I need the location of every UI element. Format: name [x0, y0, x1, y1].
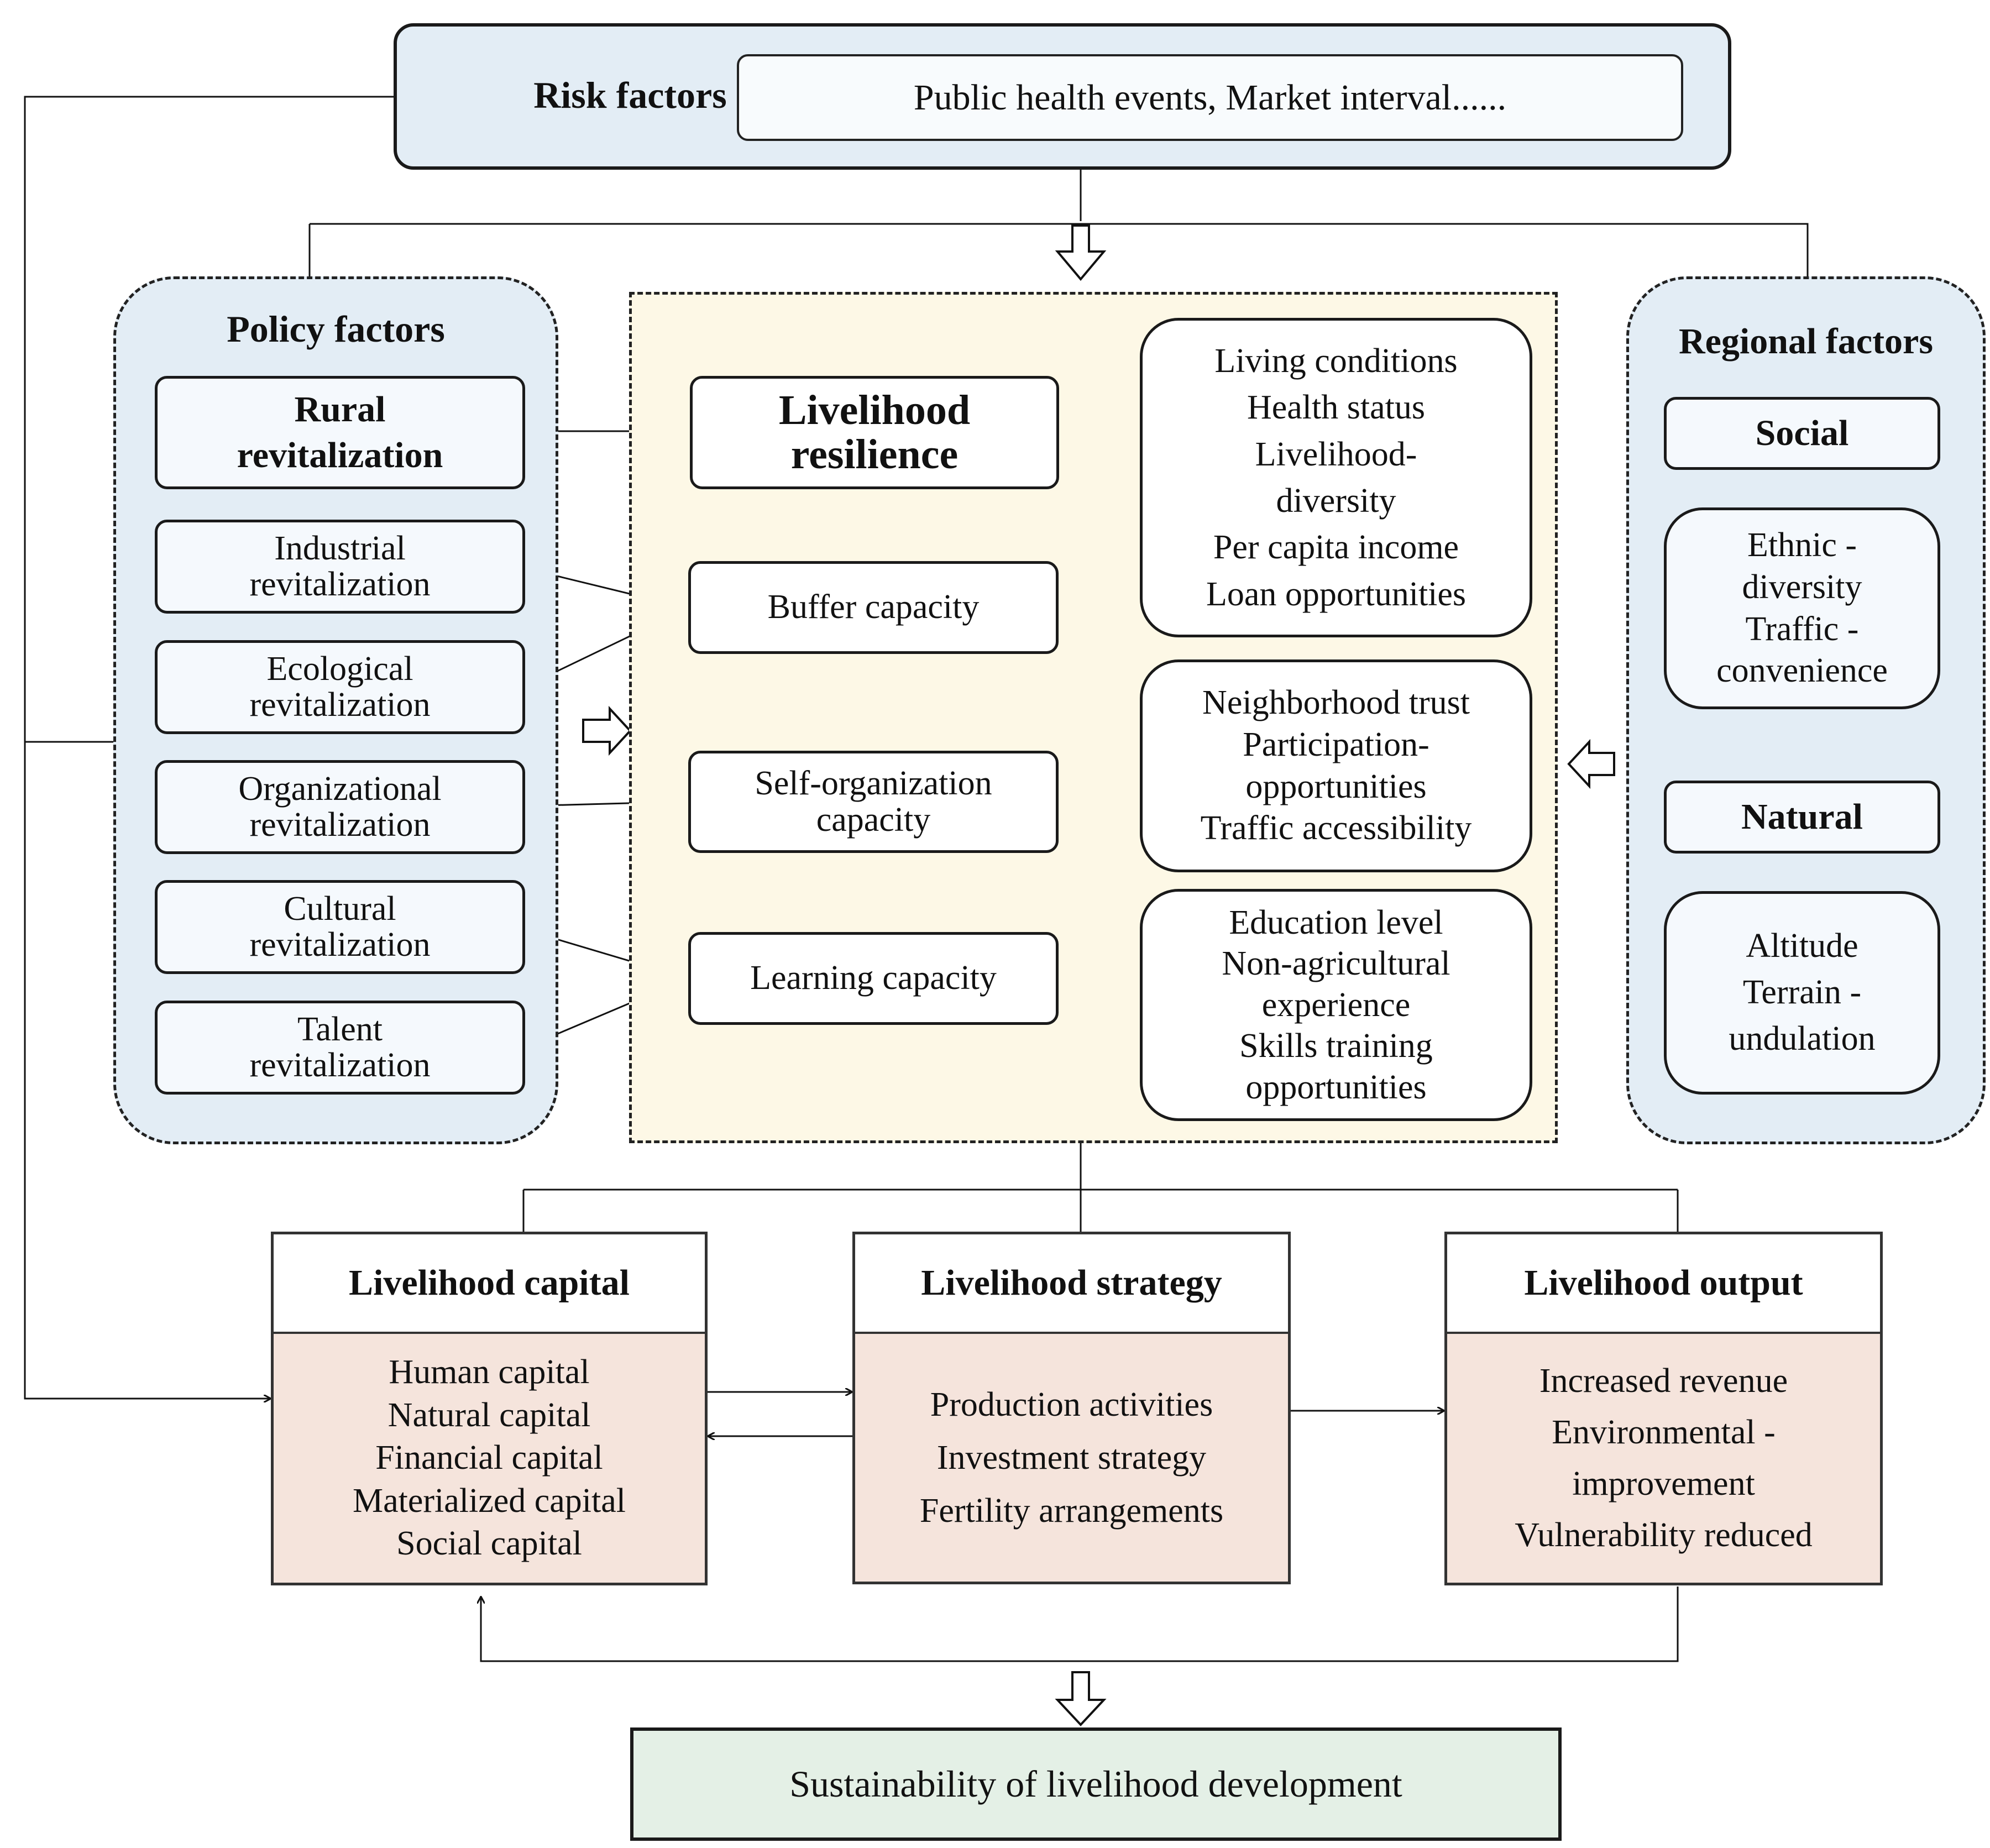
- rural-label-line1: Rural: [294, 389, 386, 430]
- livelihood-strategy-title: Livelihood strategy: [852, 1232, 1291, 1334]
- learning-indicator: opportunities: [1245, 1068, 1427, 1106]
- selforg-indicator: Participation-: [1243, 725, 1429, 763]
- learning-indicator: Skills training: [1239, 1027, 1433, 1065]
- risk-factors-title: Risk factors: [533, 74, 727, 116]
- social-box: Social: [1664, 397, 1940, 470]
- livelihood-output-items: Increased revenue Environmental - improv…: [1447, 1334, 1880, 1583]
- buffer-indicator: Living conditions: [1214, 342, 1458, 380]
- risk-factors-content: Public health events, Market interval...…: [737, 54, 1683, 141]
- natural-item: Altitude: [1746, 927, 1858, 965]
- capital-item: Human capital: [389, 1353, 590, 1391]
- natural-box: Natural: [1664, 781, 1940, 854]
- natural-items-box: Altitude Terrain - undulation: [1664, 891, 1940, 1095]
- livelihood-output-title: Livelihood output: [1444, 1232, 1883, 1334]
- buffer-indicator: Per capita income: [1213, 528, 1459, 567]
- output-item: Environmental -: [1552, 1414, 1776, 1451]
- ecological-label-line1: Ecological: [266, 650, 413, 688]
- organizational-label-line1: Organizational: [238, 769, 442, 808]
- output-feedback-line: [481, 1587, 1679, 1662]
- capital-item: Social capital: [396, 1525, 582, 1563]
- learning-indicator: experience: [1261, 986, 1411, 1024]
- social-item: Traffic -: [1745, 610, 1859, 648]
- cultural-revitalization-box: Cultural revitalization: [155, 880, 525, 974]
- buffer-capacity-box: Buffer capacity: [688, 561, 1059, 654]
- policy-right-hollow-arrow: [582, 705, 632, 756]
- ecological-revitalization-box: Ecological revitalization: [155, 640, 525, 734]
- regional-left-hollow-arrow: [1567, 739, 1615, 789]
- capital-item: Materialized capital: [352, 1481, 626, 1520]
- organizational-label-line2: revitalization: [249, 806, 431, 844]
- selforg-label-line1: Self-organization: [755, 765, 992, 803]
- ecological-label-line2: revitalization: [249, 686, 431, 724]
- natural-label: Natural: [1741, 797, 1863, 837]
- selforg-indicator: Traffic accessibility: [1200, 809, 1472, 847]
- sustainability-down-hollow-arrow: [1055, 1671, 1107, 1726]
- talent-revitalization-box: Talent revitalization: [155, 1001, 525, 1095]
- learning-indicators-box: Education level Non-agricultural experie…: [1140, 889, 1532, 1121]
- learning-indicator: Education level: [1229, 904, 1443, 942]
- capital-item: Financial capital: [375, 1439, 603, 1477]
- organizational-revitalization-box: Organizational revitalization: [155, 760, 525, 854]
- livelihood-capital-items: Human capital Natural capital Financial …: [274, 1334, 705, 1583]
- strategy-item: Production activities: [930, 1385, 1213, 1423]
- social-label: Social: [1755, 413, 1849, 453]
- industrial-label-line1: Industrial: [274, 529, 406, 567]
- selforg-indicator: Neighborhood trust: [1202, 684, 1470, 722]
- strategy-item: Investment strategy: [936, 1438, 1207, 1477]
- bottom-branch-line: [522, 1189, 1679, 1236]
- cultural-label-line2: revitalization: [249, 926, 431, 964]
- rural-label-line2: revitalization: [237, 434, 443, 475]
- livelihood-resilience-box: Livelihood resilience: [690, 376, 1059, 489]
- natural-item: undulation: [1729, 1019, 1876, 1058]
- self-organization-capacity-box: Self-organization capacity: [688, 751, 1059, 853]
- resilience-title-line2: resilience: [790, 431, 959, 478]
- talent-label-line2: revitalization: [249, 1046, 431, 1084]
- buffer-indicator: Livelihood-: [1255, 435, 1417, 473]
- learning-indicator: Non-agricultural: [1222, 945, 1450, 983]
- selforg-indicator: opportunities: [1245, 767, 1427, 805]
- social-item: Ethnic -: [1747, 526, 1857, 564]
- output-item: improvement: [1572, 1465, 1755, 1503]
- risk-branch-line: [308, 223, 1809, 276]
- learning-capacity-box: Learning capacity: [688, 932, 1059, 1025]
- sustainability-box: Sustainability of livelihood development: [630, 1727, 1562, 1841]
- risk-left-line: [24, 96, 394, 1399]
- industrial-revitalization-box: Industrial revitalization: [155, 520, 525, 614]
- rural-revitalization-box: Rural revitalization: [155, 376, 525, 489]
- social-item: diversity: [1742, 568, 1862, 606]
- strategy-item: Fertility arrangements: [919, 1492, 1224, 1530]
- cultural-label-line1: Cultural: [284, 889, 396, 928]
- buffer-indicators-box: Living conditions Health status Liveliho…: [1140, 318, 1532, 637]
- regional-factors-title: Regional factors: [1678, 321, 1934, 362]
- talent-label-line1: Talent: [297, 1010, 383, 1048]
- livelihood-capital-title: Livelihood capital: [271, 1232, 708, 1334]
- selforg-label-line2: capacity: [816, 800, 931, 839]
- social-item: convenience: [1716, 652, 1888, 690]
- social-items-box: Ethnic - diversity Traffic - convenience: [1664, 507, 1940, 709]
- industrial-label-line2: revitalization: [249, 566, 431, 603]
- risk-down-hollow-arrow: [1055, 224, 1107, 281]
- buffer-indicator: Loan opportunities: [1206, 575, 1467, 613]
- natural-item: Terrain -: [1742, 973, 1862, 1012]
- policy-factors-title: Policy factors: [227, 307, 445, 350]
- output-item: Increased revenue: [1539, 1362, 1788, 1400]
- learning-capacity-label: Learning capacity: [750, 959, 997, 997]
- capital-item: Natural capital: [387, 1396, 591, 1434]
- livelihood-strategy-items: Production activities Investment strateg…: [855, 1334, 1288, 1582]
- output-item: Vulnerability reduced: [1515, 1516, 1813, 1554]
- buffer-indicator: diversity: [1276, 482, 1396, 520]
- buffer-capacity-label: Buffer capacity: [767, 588, 980, 626]
- selforg-indicators-box: Neighborhood trust Participation- opport…: [1140, 659, 1532, 872]
- resilience-title-line1: Livelihood: [778, 386, 971, 433]
- buffer-indicator: Health status: [1247, 389, 1425, 427]
